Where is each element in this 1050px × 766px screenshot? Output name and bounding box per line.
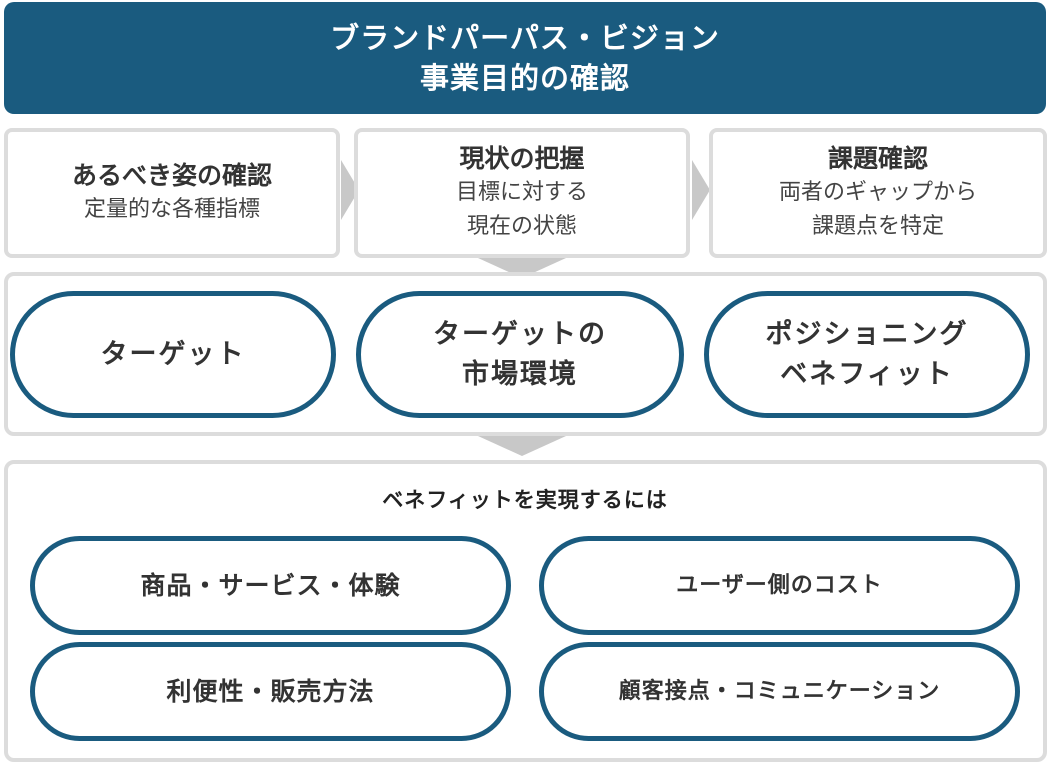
step-issue-check: 課題確認 両者のギャップから 課題点を特定 bbox=[709, 128, 1047, 258]
benefit-item-label: ユーザー側のコスト bbox=[676, 572, 883, 598]
step-desc: 課題点を特定 bbox=[811, 214, 944, 239]
step-title: あるべき姿の確認 bbox=[71, 161, 272, 190]
analysis-item-market: ターゲットの 市場環境 bbox=[356, 291, 684, 418]
title-line-1: ブランドパーパス・ビジョン bbox=[330, 21, 720, 55]
step-current-state: 現状の把握 目標に対する 現在の状態 bbox=[354, 128, 690, 258]
benefit-item-label: 顧客接点・コミュニケーション bbox=[618, 678, 941, 704]
arrow-down-icon bbox=[478, 436, 566, 456]
analysis-item-label: ポジショニング bbox=[765, 318, 969, 350]
benefit-item-label: 利便性・販売方法 bbox=[166, 676, 375, 706]
benefit-item: 顧客接点・コミュニケーション bbox=[539, 642, 1020, 741]
benefit-heading: ベネフィットを実現するには bbox=[382, 488, 668, 512]
arrow-right-icon bbox=[692, 160, 710, 220]
analysis-item-label: ベネフィット bbox=[780, 358, 954, 390]
analysis-item-label: ターゲットの bbox=[433, 318, 607, 350]
benefit-item: 商品・サービス・体験 bbox=[30, 536, 511, 635]
benefit-item: ユーザー側のコスト bbox=[539, 536, 1020, 635]
step-desc: 両者のギャップから bbox=[778, 180, 977, 205]
analysis-item-positioning: ポジショニング ベネフィット bbox=[704, 291, 1030, 418]
step-desc: 目標に対する bbox=[455, 180, 588, 205]
analysis-item-label: 市場環境 bbox=[462, 358, 578, 390]
title-banner: ブランドパーパス・ビジョン 事業目的の確認 bbox=[4, 2, 1046, 114]
benefit-item: 利便性・販売方法 bbox=[30, 642, 511, 741]
analysis-item-target: ターゲット bbox=[10, 291, 336, 418]
step-ideal-state: あるべき姿の確認 定量的な各種指標 bbox=[4, 128, 340, 258]
title-line-2: 事業目的の確認 bbox=[419, 61, 630, 95]
step-title: 現状の把握 bbox=[459, 144, 585, 173]
step-desc: 現在の状態 bbox=[466, 214, 577, 239]
step-title: 課題確認 bbox=[827, 144, 928, 173]
step-desc: 定量的な各種指標 bbox=[83, 197, 260, 222]
benefit-item-label: 商品・サービス・体験 bbox=[140, 570, 401, 600]
analysis-item-label: ターゲット bbox=[100, 338, 246, 370]
